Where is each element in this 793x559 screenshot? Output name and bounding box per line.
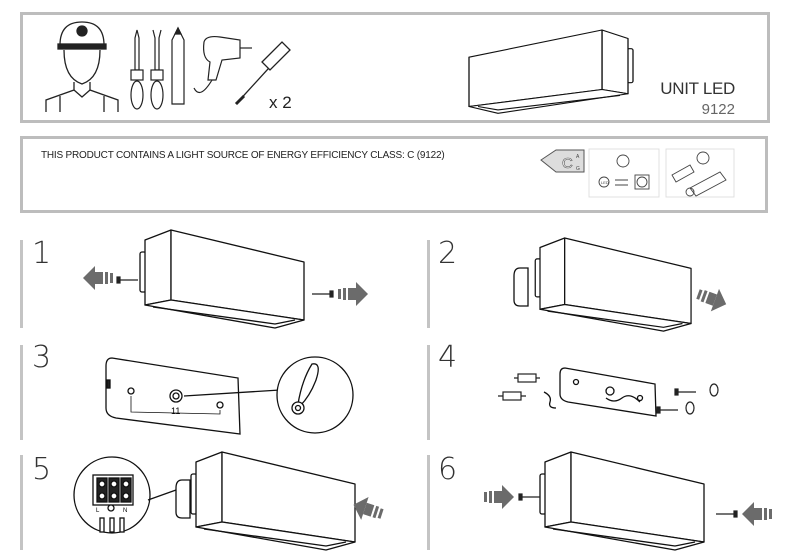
- step-6-arrow-right-icon: [484, 485, 514, 509]
- step-2-arrow-icon: [693, 282, 731, 316]
- step-1-divider: [20, 240, 23, 328]
- screwdriver-flat-icon: [150, 29, 164, 110]
- tools-panel: x 2 UNIT LED 9122: [20, 12, 770, 123]
- energy-class-letter: C: [562, 155, 573, 172]
- step-2-divider: [427, 240, 430, 328]
- energy-class-notice: THIS PRODUCT CONTAINS A LIGHT SOURCE OF …: [41, 150, 445, 161]
- product-code: 9122: [701, 101, 735, 118]
- electrician-icon: [45, 21, 119, 112]
- step-6-divider: [427, 455, 430, 550]
- step-5-divider: [20, 455, 23, 550]
- step-4-divider: [427, 345, 430, 440]
- replaceable-light-source-icon: LED: [588, 148, 660, 198]
- step-1-screw-right: [311, 290, 334, 298]
- drill-icon: [193, 35, 252, 94]
- step-1-arrow-left-icon: [83, 266, 113, 290]
- step-4-wall-plugs-icon: [498, 373, 540, 401]
- step-2-wall-bracket: [513, 267, 529, 307]
- energy-label-icon: C A G: [540, 149, 585, 173]
- step-1-lamp: [139, 229, 305, 329]
- led-label: LED: [601, 180, 609, 185]
- step-4-mounting-plate: [543, 367, 657, 417]
- step-5-number: 5: [32, 452, 52, 487]
- step-6-screw-left: [518, 493, 541, 501]
- step-4-screws-icon: [656, 383, 719, 415]
- step-5-wall-bracket: [175, 479, 191, 519]
- terminal-neutral-label: N: [123, 508, 127, 514]
- product-name: UNIT LED: [660, 79, 735, 98]
- product-lamp-illustration: [468, 29, 634, 114]
- step-2-number: 2: [438, 236, 458, 271]
- step-6-screw-right: [715, 510, 738, 518]
- pencil-icon: [171, 26, 185, 105]
- step-1-number: 1: [32, 236, 52, 271]
- step-3-mounting-plate: [105, 356, 354, 435]
- step-3-divider: [20, 345, 23, 440]
- energy-scale-bottom: G: [576, 166, 580, 172]
- step-5-lamp: [190, 451, 356, 551]
- step-6-number: 6: [438, 452, 458, 487]
- step-5-terminal-block-detail: [73, 456, 177, 534]
- step-6-lamp: [539, 451, 705, 551]
- energy-scale-top: A: [576, 154, 580, 160]
- step-6-arrow-left-icon: [742, 502, 772, 526]
- anchor-quantity: x 2: [269, 93, 292, 112]
- step-3-number: 3: [32, 340, 52, 375]
- step-1-screw-left: [116, 276, 139, 284]
- step-2-lamp: [534, 237, 692, 332]
- wall-plug-screw-icon: [234, 41, 291, 106]
- replaceable-control-gear-icon: [665, 148, 735, 198]
- screwdriver-phillips-icon: [130, 29, 144, 110]
- terminal-live-label: L: [96, 508, 100, 514]
- step-1-arrow-right-icon: [338, 282, 368, 306]
- step-3-dimension-label: 11: [171, 406, 180, 416]
- step-4-number: 4: [438, 340, 458, 375]
